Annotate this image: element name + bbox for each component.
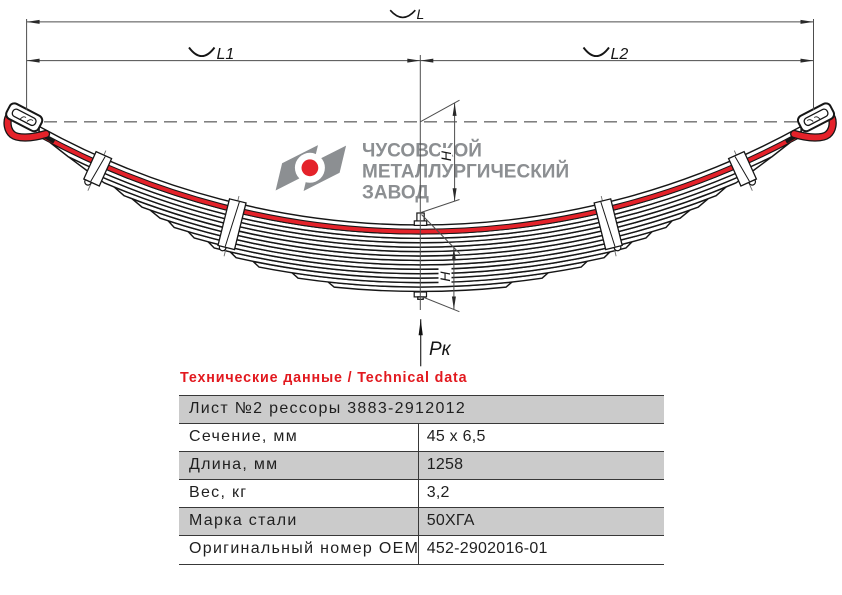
svg-text:ЧУСОВСКОЙ: ЧУСОВСКОЙ <box>362 139 482 161</box>
svg-text:H: H <box>438 150 454 161</box>
svg-text:L: L <box>417 6 425 22</box>
svg-text:H: H <box>437 271 453 282</box>
svg-text:L2: L2 <box>611 46 629 63</box>
svg-text:L1: L1 <box>217 46 235 63</box>
svg-text:МЕТАЛЛУРГИЧЕСКИЙ: МЕТАЛЛУРГИЧЕСКИЙ <box>362 160 569 182</box>
svg-text:ЗАВОД: ЗАВОД <box>362 182 429 203</box>
svg-text:Pк: Pк <box>429 339 452 360</box>
